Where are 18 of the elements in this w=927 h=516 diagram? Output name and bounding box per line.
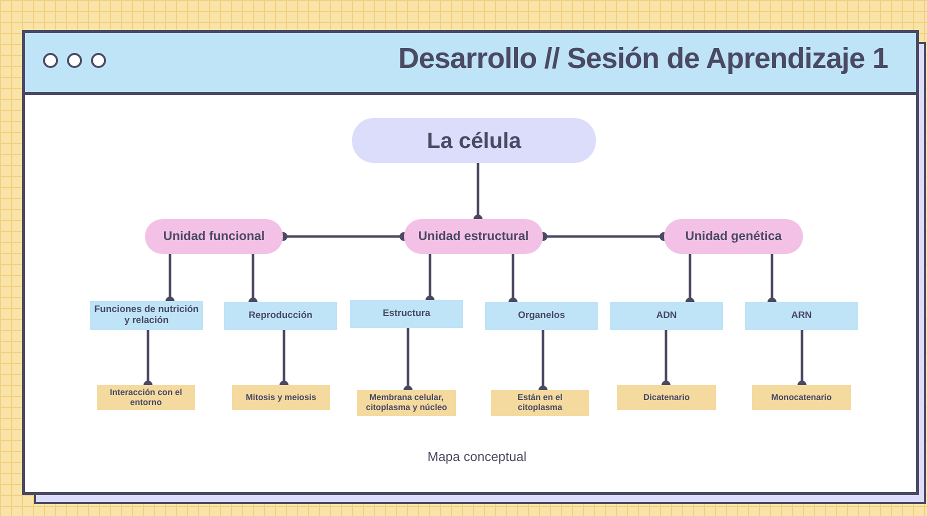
detail-box: Están en el citoplasma [491,390,589,416]
concept-box: Reproducción [224,302,337,330]
concept-box: Estructura [350,300,463,328]
concept-box: Funciones de nutrición y relación [90,301,203,330]
detail-box: Dicatenario [617,385,716,410]
concept-box: ADN [610,302,723,330]
title: Desarrollo // Sesión de Aprendizaje 1 [398,43,888,76]
topic-pill: La célula [352,118,596,163]
concept-box: ARN [745,302,858,330]
detail-box: Interacción con el entorno [97,385,195,410]
detail-box: Membrana celular, citoplasma y núcleo [357,390,456,416]
detail-box: Mitosis y meiosis [232,385,330,410]
category-pill: Unidad estructural [404,219,543,254]
caption: Mapa conceptual [426,449,528,464]
concept-box: Organelos [485,302,598,330]
category-pill: Unidad genética [664,219,803,254]
category-pill: Unidad funcional [145,219,283,254]
detail-box: Monocatenario [752,385,851,410]
